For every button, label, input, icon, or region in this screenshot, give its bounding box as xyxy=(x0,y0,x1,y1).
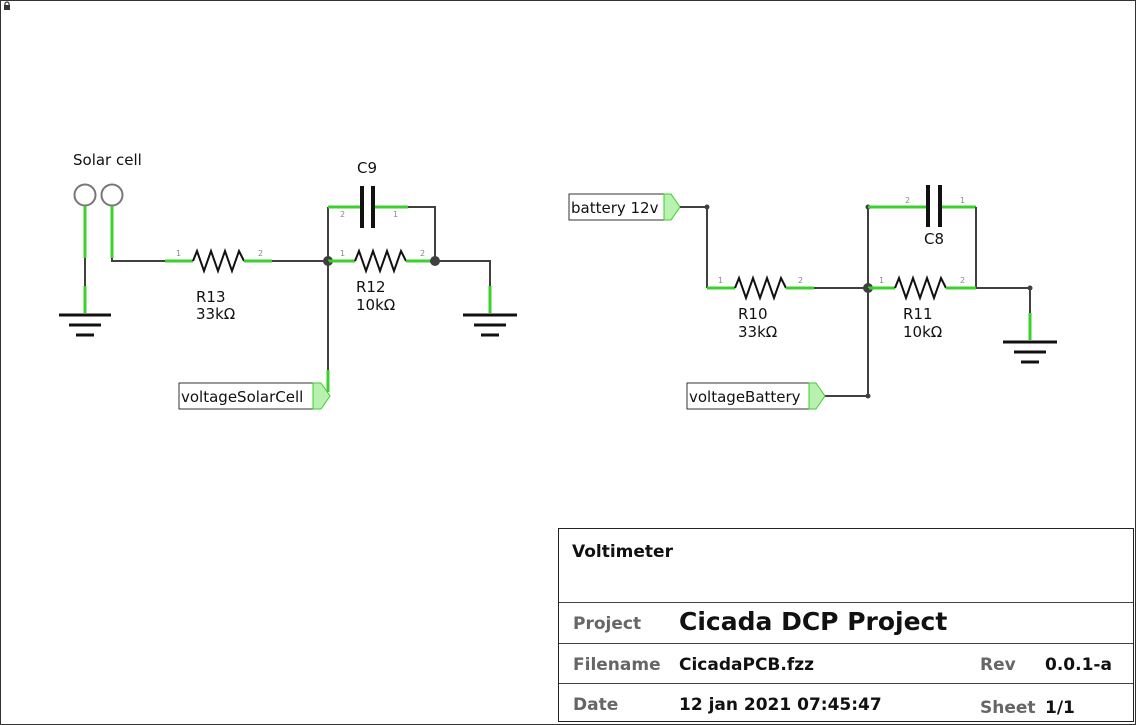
resistor-symbol xyxy=(354,247,407,275)
title-block-row-project: Project Cicada DCP Project xyxy=(559,602,1133,643)
capacitor-c8[interactable]: 2 1 xyxy=(868,185,976,227)
pin-number: 2 xyxy=(798,276,803,285)
net-label-battery[interactable]: battery 12v xyxy=(568,193,681,221)
resistor-symbol xyxy=(894,274,947,302)
pin-number: 1 xyxy=(879,276,884,285)
r11-value: 10kΩ xyxy=(903,323,942,341)
capacitor-c9[interactable]: 2 1 xyxy=(328,186,408,228)
filename-value: CicadaPCB.fzz xyxy=(679,655,815,675)
rev-label: Rev xyxy=(980,655,1016,675)
solar-circuit: Solar cell 1 2 R13 33kΩ xyxy=(59,151,517,410)
ground-symbol xyxy=(59,313,111,337)
wire-end xyxy=(1027,285,1033,291)
r10-ref: R10 xyxy=(738,305,768,323)
net-label-text: battery 12v xyxy=(571,199,659,217)
resistor-r10[interactable]: 1 2 xyxy=(707,274,814,302)
r13-ref: R13 xyxy=(196,288,226,306)
pin-number: 2 xyxy=(420,249,425,258)
rev-value: 0.0.1-a xyxy=(1045,655,1112,675)
r12-value: 10kΩ xyxy=(356,296,395,314)
filename-label: Filename xyxy=(573,655,661,675)
date-label: Date xyxy=(573,695,619,715)
date-value: 12 jan 2021 07:45:47 xyxy=(679,695,882,715)
battery-circuit: battery 12v 1 2 R10 33kΩ 2 1 C8 xyxy=(568,185,1057,410)
wire[interactable] xyxy=(408,206,436,261)
net-label-text: voltageBattery xyxy=(689,388,801,406)
wire[interactable] xyxy=(111,258,165,262)
wire[interactable] xyxy=(825,288,869,397)
ground-symbol xyxy=(463,313,517,337)
r11-ref: R11 xyxy=(903,305,933,323)
resistor-r11[interactable]: 1 2 xyxy=(868,274,976,302)
solar-connector-label: Solar cell xyxy=(73,151,142,169)
pin-number: 1 xyxy=(176,249,181,258)
sheet-label: Sheet xyxy=(980,698,1036,718)
project-value: Cicada DCP Project xyxy=(679,607,948,636)
pin-number: 2 xyxy=(960,276,965,285)
pin-number: 1 xyxy=(718,276,723,285)
pin-number: 1 xyxy=(960,196,965,205)
net-label-voltage-battery[interactable]: voltageBattery xyxy=(686,382,826,410)
solar-connector[interactable] xyxy=(73,183,124,207)
title-block: Voltimeter Project Cicada DCP Project Fi… xyxy=(558,528,1134,722)
r12-ref: R12 xyxy=(356,278,386,296)
connector-terminal[interactable] xyxy=(100,183,124,207)
pin-number: 2 xyxy=(258,249,263,258)
wire[interactable] xyxy=(435,260,491,286)
sheet-value: 1/1 xyxy=(1045,698,1075,718)
net-label-text: voltageSolarCell xyxy=(181,388,303,406)
sheet-title: Voltimeter xyxy=(572,542,673,562)
wire-end xyxy=(865,393,871,399)
r13-value: 33kΩ xyxy=(196,305,235,323)
pin-number: 2 xyxy=(905,196,910,205)
pin-number: 1 xyxy=(393,210,398,219)
title-block-row-date: Date 12 jan 2021 07:45:47 Sheet 1/1 xyxy=(559,683,1133,721)
pin-number: 1 xyxy=(340,249,345,258)
r10-value: 33kΩ xyxy=(738,323,777,341)
pin-number: 2 xyxy=(340,210,345,219)
connector-terminal[interactable] xyxy=(73,183,97,207)
resistor-r13[interactable]: 1 2 xyxy=(165,247,272,275)
resistor-r12[interactable]: 1 2 xyxy=(328,247,435,275)
title-block-row-filename: Filename CicadaPCB.fzz Rev 0.0.1-a xyxy=(559,643,1133,683)
project-label: Project xyxy=(573,614,642,634)
net-label-voltage-solar[interactable]: voltageSolarCell xyxy=(178,382,331,410)
c8-ref: C8 xyxy=(924,230,944,248)
lock-icon[interactable] xyxy=(2,1,12,11)
ground-symbol xyxy=(1003,340,1057,364)
c9-ref: C9 xyxy=(357,159,377,177)
resistor-symbol xyxy=(192,247,245,275)
resistor-symbol xyxy=(734,274,787,302)
wire[interactable] xyxy=(976,287,1031,313)
